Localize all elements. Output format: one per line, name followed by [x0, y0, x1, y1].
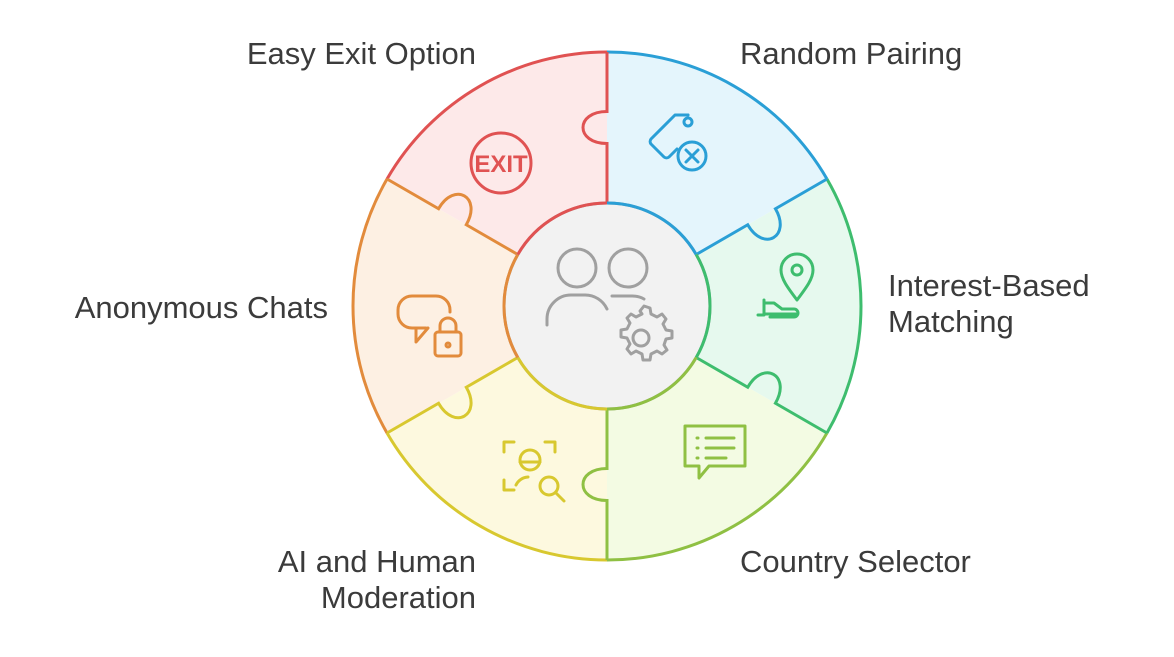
segment-anonymous-chats — [353, 179, 518, 433]
center-arc-interest-based-matching — [694, 253, 712, 359]
label-country-selector: Country Selector — [740, 544, 971, 580]
message-list-icon — [683, 424, 747, 480]
segment-outline-country-selector — [606, 432, 829, 562]
center-arc-ai-human-moderation — [516, 356, 608, 411]
label-line: AI and Human — [277, 544, 476, 579]
label-line: Easy Exit Option — [246, 36, 476, 71]
face-scan-search-icon — [502, 440, 566, 503]
segment-outline-easy-exit-option — [385, 50, 608, 180]
segment-random-pairing — [607, 52, 827, 255]
center-arc-random-pairing — [606, 201, 698, 256]
location-pin-icon — [756, 252, 815, 319]
users-gear-icon — [545, 247, 674, 362]
segment-divider — [581, 52, 609, 203]
segment-divider — [581, 409, 609, 560]
label-anonymous-chats: Anonymous Chats — [75, 290, 328, 326]
label-easy-exit-option: Easy Exit Option — [247, 36, 476, 72]
segment-outline-ai-human-moderation — [385, 432, 608, 562]
center-arc-easy-exit-option — [516, 201, 608, 256]
center-arc-country-selector — [606, 356, 698, 411]
tag-x-icon — [648, 113, 708, 172]
label-random-pairing: Random Pairing — [740, 36, 962, 72]
label-ai-human-moderation: AI and Human Moderation — [278, 544, 476, 616]
label-interest-based-matching: Interest-Based Matching — [888, 268, 1090, 340]
svg-text:EXIT: EXIT — [474, 151, 528, 178]
label-line: Anonymous Chats — [74, 290, 328, 325]
chat-lock-icon — [396, 294, 463, 358]
label-line: Country Selector — [740, 544, 971, 579]
segment-divider — [695, 177, 828, 256]
label-line: Moderation — [320, 580, 476, 615]
label-line: Interest-Based — [888, 268, 1090, 303]
segment-divider — [695, 356, 828, 435]
exit-sign-icon: EXIT — [469, 131, 533, 195]
segment-outline-interest-based-matching — [825, 178, 863, 434]
label-line: Matching — [888, 304, 1014, 339]
segment-outline-random-pairing — [606, 50, 829, 180]
center-arc-anonymous-chats — [502, 253, 520, 359]
segment-outline-anonymous-chats — [351, 178, 389, 434]
segment-divider — [386, 177, 519, 256]
label-line: Random Pairing — [740, 36, 963, 71]
segment-divider — [386, 356, 519, 435]
